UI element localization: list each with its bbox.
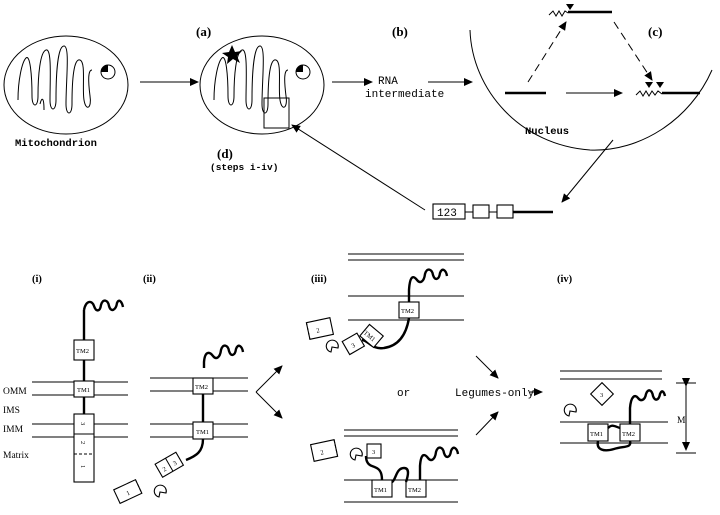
bottom-tm2-label: TM2 [195, 384, 208, 391]
panel-label-ii: (ii) [143, 274, 156, 285]
arrow-iii-top-to-legumes [475, 355, 499, 379]
panel-label-iii: (iii) [311, 274, 327, 285]
mitochondrion-left [3, 35, 129, 135]
gene-right [635, 82, 700, 97]
bottom-domains-d1-label: 1 [79, 465, 86, 468]
panel-iii-bottom: TM1 TM2 3 2 [309, 429, 460, 503]
bottom-tm1-label: TM1 [196, 429, 209, 436]
panel-i: TM2 TM1 3 2 1 [32, 299, 128, 483]
rna-label-1: RNA [378, 76, 398, 88]
zoom-box [263, 97, 290, 129]
panel-ii: TM2 TM1 2 3 1 [113, 344, 248, 505]
protease-icon [153, 484, 167, 498]
bottom-tm2-label: TM2 [622, 431, 635, 438]
label-b: (b) [392, 24, 408, 39]
bottom-domains-d3-label: 3 [79, 422, 86, 425]
protease-icon [563, 403, 577, 417]
imm-label: IMM [3, 425, 24, 435]
bottom-tm2-label: TM2 [401, 308, 414, 315]
bottom-tm2-label: TM2 [408, 487, 421, 494]
steps-note: (steps i-iv) [210, 162, 278, 173]
bottom-domains-d2-label: 2 [320, 449, 325, 457]
panel-label-iv: (iv) [557, 274, 573, 285]
gene-construct: 123 [432, 203, 553, 220]
bottom-domains-d1-label: 1 [125, 490, 131, 498]
panel-iii-top: TM2 TM1 3 2 [305, 253, 464, 356]
matrix-label: Matrix [3, 451, 29, 461]
mutation-star-icon [222, 45, 242, 64]
bottom-domains-d2-label: 2 [316, 327, 321, 335]
bottom-tm2-label: TM2 [76, 348, 89, 355]
or-label: or [397, 388, 410, 400]
mitochondrion-a [199, 35, 325, 135]
panel-iv: 3 TM1 TM2 [560, 370, 696, 454]
legumes-label: Legumes-only [455, 388, 535, 400]
protease-icon [325, 339, 339, 353]
m-label: M [677, 416, 686, 426]
ims-label: IMS [3, 406, 20, 416]
bottom-domains-d2-label: 2 [79, 441, 86, 444]
arrow-ii-up [255, 365, 283, 393]
bottom-domains-d2-label: 2 [162, 466, 168, 474]
label-d: (d) [217, 146, 233, 161]
bottom-domains-d3-label: 3 [172, 460, 178, 468]
label-c: (c) [648, 24, 662, 39]
nucleus-envelope [469, 29, 713, 151]
protease-icon [349, 447, 363, 461]
bottom-tm1-label: TM1 [590, 431, 603, 438]
omm-label: OMM [3, 387, 27, 397]
dashed-arrow-down [613, 21, 653, 81]
bottom-tm1-label: TM1 [374, 487, 387, 494]
arrow-back-to-mito [291, 124, 426, 211]
gene-top [548, 4, 612, 17]
arrow-to-construct [561, 139, 614, 203]
nucleus-label: Nucleus [525, 126, 569, 138]
bottom-domains-d3-label: 3 [350, 342, 356, 350]
dashed-arrow-up [527, 21, 567, 83]
mitochondrion-label: Mitochondrion [15, 138, 97, 150]
arrow-ii-down [255, 391, 283, 419]
bottom-domains-d3-label: 3 [600, 392, 603, 399]
label-a: (a) [196, 24, 211, 39]
panel-label-i: (i) [32, 274, 42, 285]
bottom-domains-d3-label: 3 [372, 449, 375, 456]
gene-box-label: 123 [437, 208, 457, 220]
arrow-iii-bottom-to-legumes [475, 411, 499, 436]
rna-label-2: intermediate [365, 89, 444, 101]
bottom-tm1-label: TM1 [77, 387, 90, 394]
